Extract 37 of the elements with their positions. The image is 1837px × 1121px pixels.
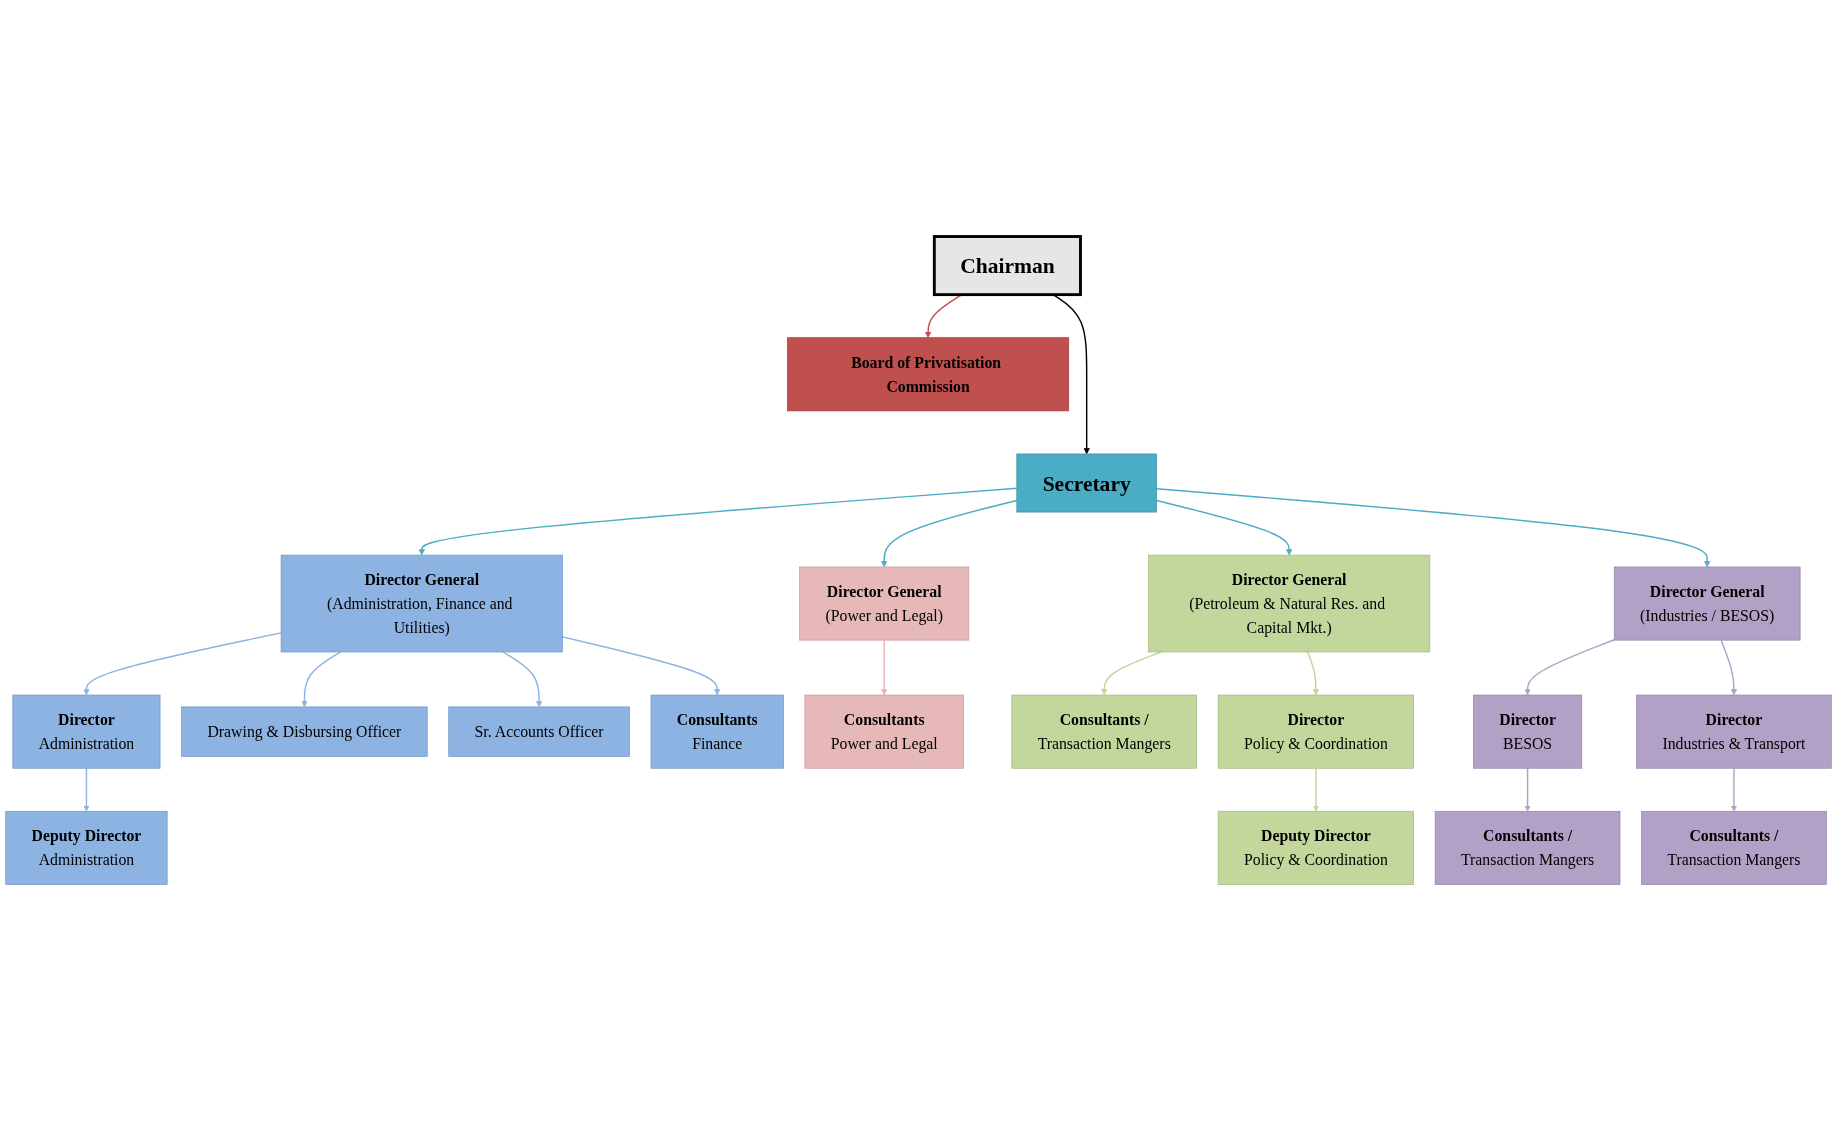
- node-box: Director Industries & Transport: [1636, 694, 1832, 769]
- arrow: [1730, 767, 1738, 812]
- node-box: Director General (Industries / BESOS): [1613, 566, 1801, 641]
- arrow: [1720, 639, 1738, 696]
- arrow: [881, 639, 888, 696]
- arrow: [561, 636, 721, 696]
- arrow: [1524, 767, 1531, 812]
- node-box: Sr. Accounts Officer: [448, 706, 630, 757]
- arrow: [1101, 651, 1162, 696]
- node-box: Consultants Power and Legal: [804, 694, 964, 769]
- node-box: Secretary: [1016, 453, 1157, 513]
- node-box: Director General (Power and Legal): [799, 566, 970, 641]
- arrow: [301, 651, 342, 708]
- node-box: Deputy Director Policy & Coordination: [1217, 810, 1414, 885]
- arrow: [1155, 499, 1293, 556]
- node-box: Director Administration: [12, 694, 161, 769]
- arrow: [1524, 639, 1615, 696]
- arrow: [418, 487, 1018, 556]
- arrow: [1155, 487, 1711, 568]
- arrow: [1306, 651, 1320, 696]
- node-box: Deputy Director Administration: [5, 810, 168, 885]
- arrow: [502, 651, 543, 708]
- node-box: Consultants / Transaction Mangers: [1011, 694, 1197, 769]
- node-box: Consultants / Transaction Mangers: [1434, 810, 1621, 885]
- node-box: Director Policy & Coordination: [1217, 694, 1414, 769]
- arrow: [83, 632, 282, 696]
- arrow: [881, 499, 1018, 568]
- node-box: Consultants Finance: [650, 694, 784, 769]
- node-box: Director General (Petroleum & Natural Res. and Capital Mkt.): [1148, 554, 1431, 653]
- arrow: [83, 767, 90, 812]
- node-box: Consultants / Transaction Mangers: [1641, 810, 1827, 885]
- node-box: Board of Privatisation Commission: [787, 337, 1070, 412]
- arrow: [1312, 767, 1320, 812]
- node-box: Drawing & Disbursing Officer: [181, 706, 428, 757]
- node-box: Chairman: [932, 235, 1082, 297]
- node-box: Director BESOS: [1473, 694, 1583, 769]
- node-box: Director General (Administration, Finance and Utilities): [280, 554, 563, 653]
